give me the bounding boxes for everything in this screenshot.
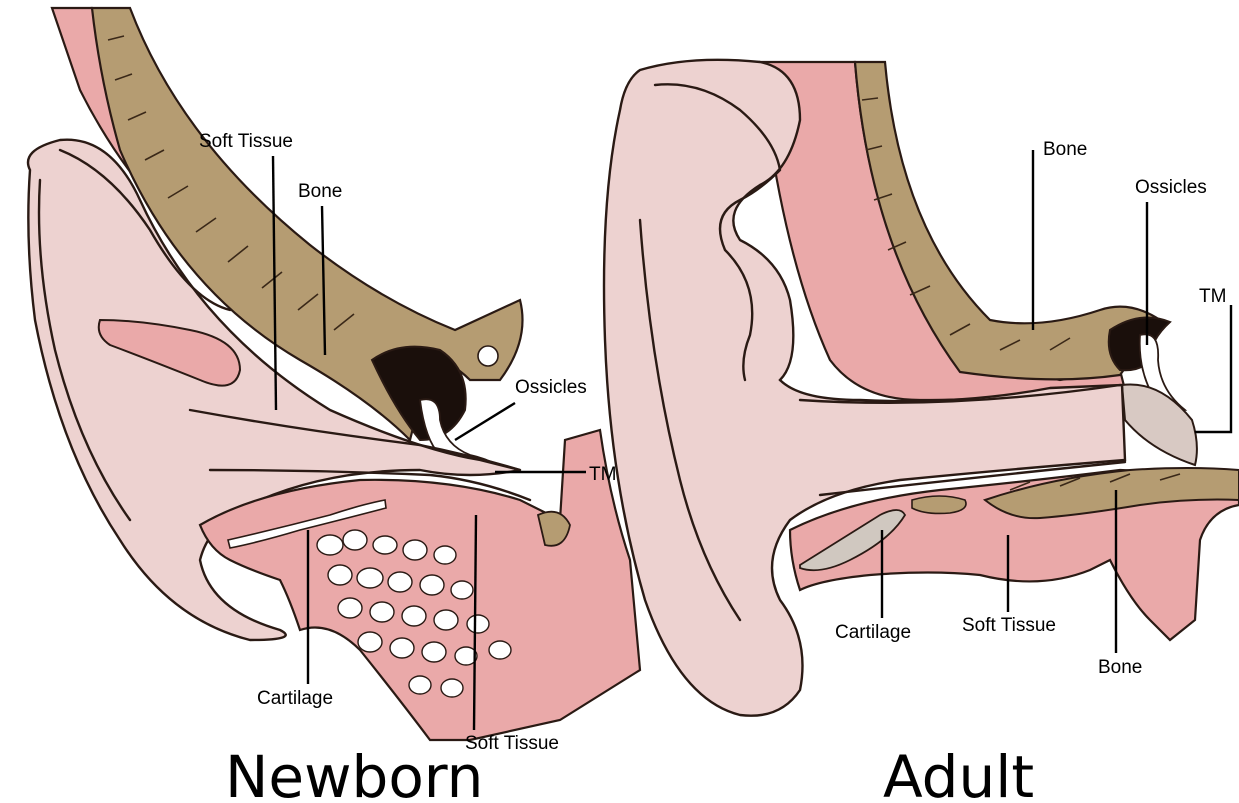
newborn-label-tm: TM (589, 464, 616, 485)
adult-label-soft-tissue: Soft Tissue (962, 615, 1056, 636)
adult-tympanic-membrane (1122, 384, 1197, 465)
adult-ear-illustration (604, 60, 1239, 716)
newborn-label-bone: Bone (298, 181, 342, 202)
newborn-label-soft-tissue-top: Soft Tissue (199, 131, 293, 152)
newborn-label-cartilage: Cartilage (257, 688, 333, 709)
adult-label-cartilage: Cartilage (835, 622, 911, 643)
adult-label-bone-bottom: Bone (1098, 657, 1142, 678)
adult-cartilage-blob (912, 496, 966, 513)
adult-label-tm: TM (1199, 286, 1226, 307)
adult-leader-tm (1195, 305, 1231, 432)
adult-label-ossicles: Ossicles (1135, 177, 1207, 198)
newborn-round-bone-cell (478, 346, 498, 366)
newborn-ear-illustration (28, 8, 640, 740)
adult-title: Adult (883, 743, 1034, 803)
newborn-label-ossicles: Ossicles (515, 377, 587, 398)
newborn-title: Newborn (225, 743, 483, 803)
adult-label-bone-top: Bone (1043, 139, 1087, 160)
